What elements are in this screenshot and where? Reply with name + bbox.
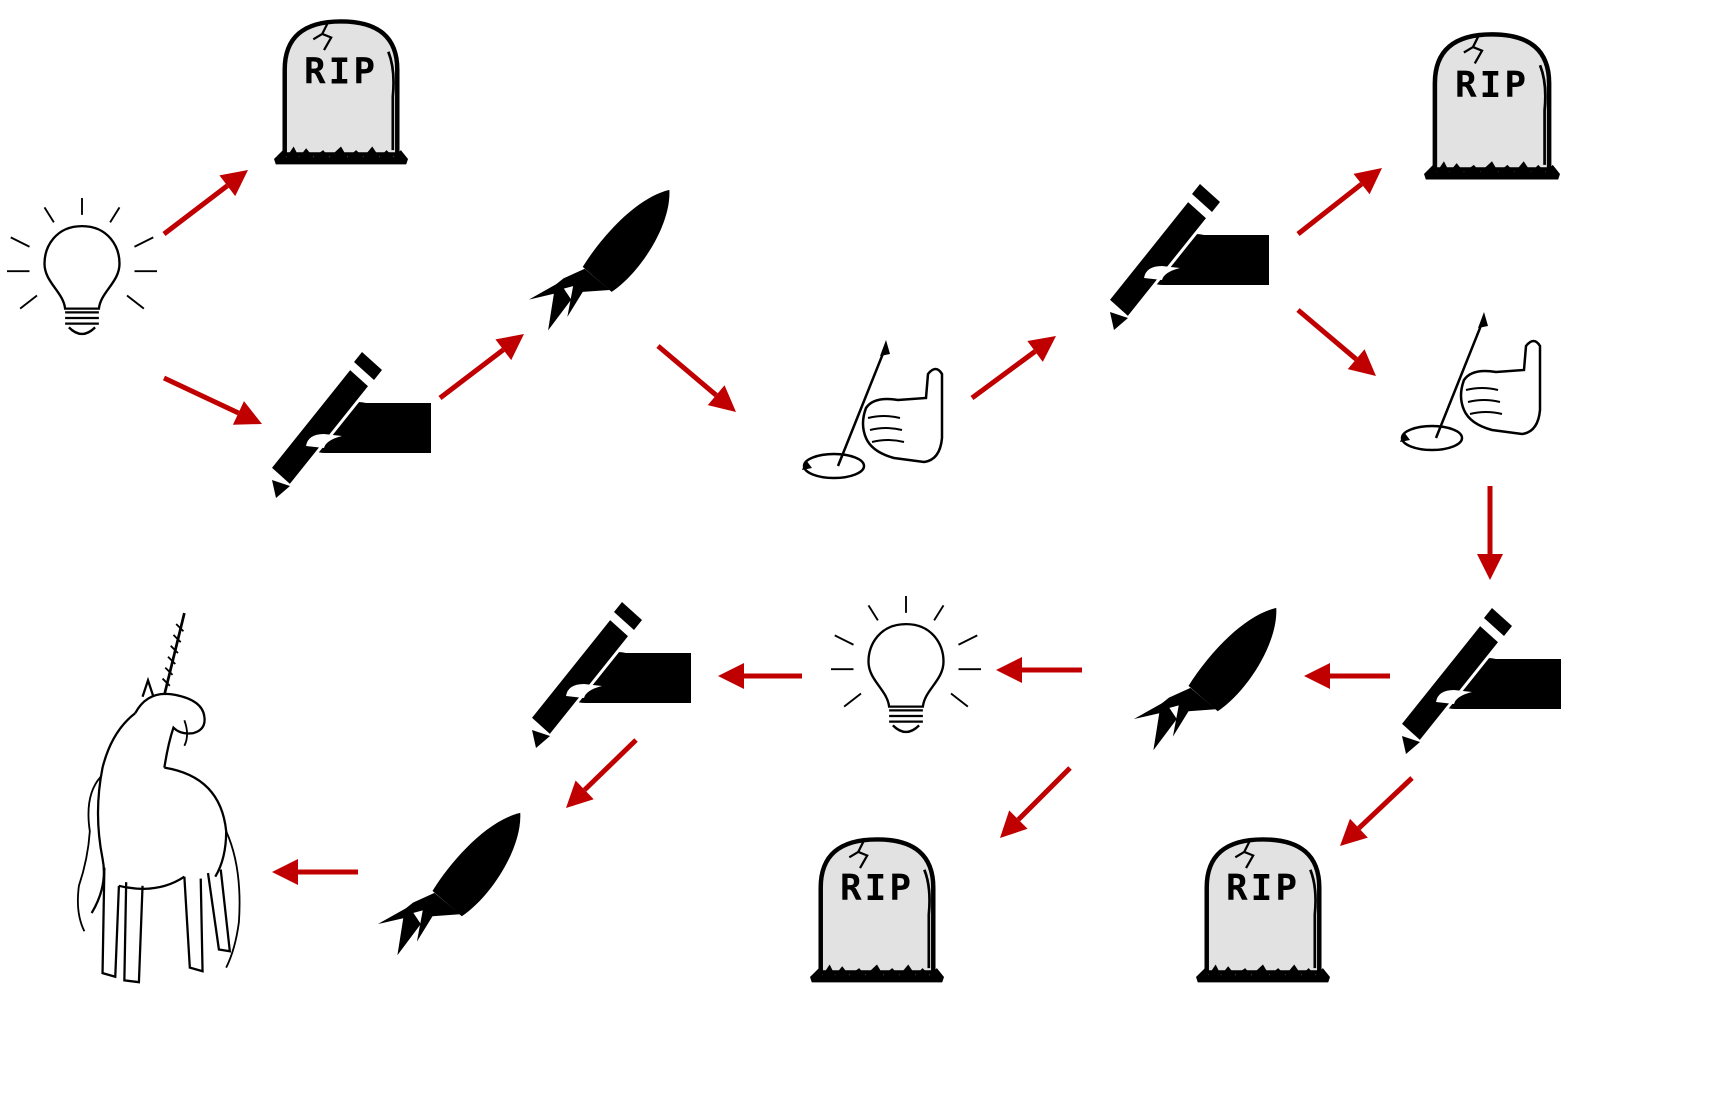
tombstone-label: RIP — [840, 868, 914, 909]
tombstone-icon: RIP — [810, 839, 944, 982]
arrowhead — [1347, 349, 1376, 376]
arrow-idea-1-to-rip-1 — [162, 170, 248, 236]
unicorn-icon — [76, 611, 242, 984]
arrowhead — [566, 780, 594, 808]
rocket-icon-graphic — [1133, 607, 1277, 751]
arrow-rule-1-to-write-2 — [970, 336, 1056, 401]
rocket-icon-graphic — [377, 812, 521, 956]
arrow-shaft — [1296, 308, 1358, 362]
arrow-write-2-to-rip-2 — [1296, 168, 1382, 236]
arrow-write-1-to-rocket-1 — [438, 334, 524, 400]
arrowhead — [1340, 818, 1368, 846]
tombstone-label: RIP — [1226, 868, 1300, 909]
tombstone-icon: RIP — [1424, 34, 1560, 179]
arrow-shaft — [970, 349, 1037, 401]
arrowhead — [1027, 336, 1056, 362]
arrow-shaft — [1296, 182, 1364, 236]
rocket-icon-graphic — [528, 189, 670, 331]
arrow-shaft — [438, 347, 505, 400]
right-hand-rule-icon-graphic — [1398, 310, 1542, 452]
unicorn-icon-graphic — [76, 611, 242, 984]
arrow-rocket-3-to-unicorn — [272, 859, 358, 885]
arrowhead — [272, 859, 298, 885]
arrow-idea-2-to-write-4 — [718, 663, 802, 689]
arrow-shaft — [162, 375, 240, 416]
rocket-icon — [1133, 607, 1277, 751]
arrow-rocket-2-to-idea-2 — [996, 657, 1082, 683]
arrowhead — [718, 663, 744, 689]
writing-hand-icon — [1106, 182, 1271, 332]
arrow-shaft — [1016, 766, 1072, 822]
arrowhead — [219, 170, 248, 197]
arrow-rocket-2-to-rip-4 — [1000, 766, 1072, 838]
nodes: RIP RIP RIP RIP — [5, 21, 1563, 984]
tombstone-icon: RIP — [274, 21, 408, 164]
writing-hand-icon — [268, 350, 433, 500]
right-hand-rule-icon-graphic — [800, 338, 944, 480]
lightbulb-icon-graphic — [5, 196, 159, 336]
arrow-write-3-to-rip-3 — [1340, 776, 1414, 846]
writing-hand-icon-graphic — [1106, 182, 1271, 332]
arrowhead — [495, 334, 524, 361]
tombstone-icon: RIP — [1196, 839, 1330, 982]
arrowhead — [707, 385, 736, 412]
arrowhead — [1304, 663, 1330, 689]
writing-hand-icon-graphic — [1398, 606, 1563, 756]
writing-hand-icon-graphic — [268, 350, 433, 500]
arrowhead — [232, 401, 262, 425]
tombstone-icon-graphic — [810, 839, 944, 982]
arrow-shaft — [1357, 776, 1414, 830]
arrow-idea-1-to-write-1 — [162, 375, 262, 425]
arrow-shaft — [656, 344, 718, 398]
tombstone-label: RIP — [1455, 65, 1529, 106]
writing-hand-icon — [528, 600, 693, 750]
rocket-icon — [377, 812, 521, 956]
lightbulb-icon — [5, 196, 159, 336]
lightbulb-icon — [829, 594, 983, 734]
arrowhead — [1477, 554, 1503, 580]
tombstone-icon-graphic — [274, 21, 408, 164]
tombstone-icon-graphic — [1424, 34, 1560, 179]
right-hand-rule-icon — [800, 338, 944, 480]
arrow-write-3-to-rocket-2 — [1304, 663, 1390, 689]
writing-hand-icon-graphic — [528, 600, 693, 750]
arrow-rocket-1-to-rule-1 — [656, 344, 736, 412]
tombstone-icon-graphic — [1196, 839, 1330, 982]
edges — [162, 168, 1503, 885]
arrow-shaft — [162, 183, 229, 236]
arrow-rule-2-to-write-3 — [1477, 486, 1503, 580]
lightbulb-icon-graphic — [829, 594, 983, 734]
arrowhead — [1353, 168, 1382, 195]
writing-hand-icon — [1398, 606, 1563, 756]
rocket-icon — [528, 189, 670, 331]
arrow-write-2-to-rule-2 — [1296, 308, 1376, 376]
arrowhead — [1000, 810, 1028, 838]
arrowhead — [996, 657, 1022, 683]
tombstone-label: RIP — [304, 51, 378, 92]
arrow-write-4-to-rocket-3 — [566, 738, 638, 808]
arrow-shaft — [582, 738, 638, 792]
right-hand-rule-icon — [1398, 310, 1542, 452]
